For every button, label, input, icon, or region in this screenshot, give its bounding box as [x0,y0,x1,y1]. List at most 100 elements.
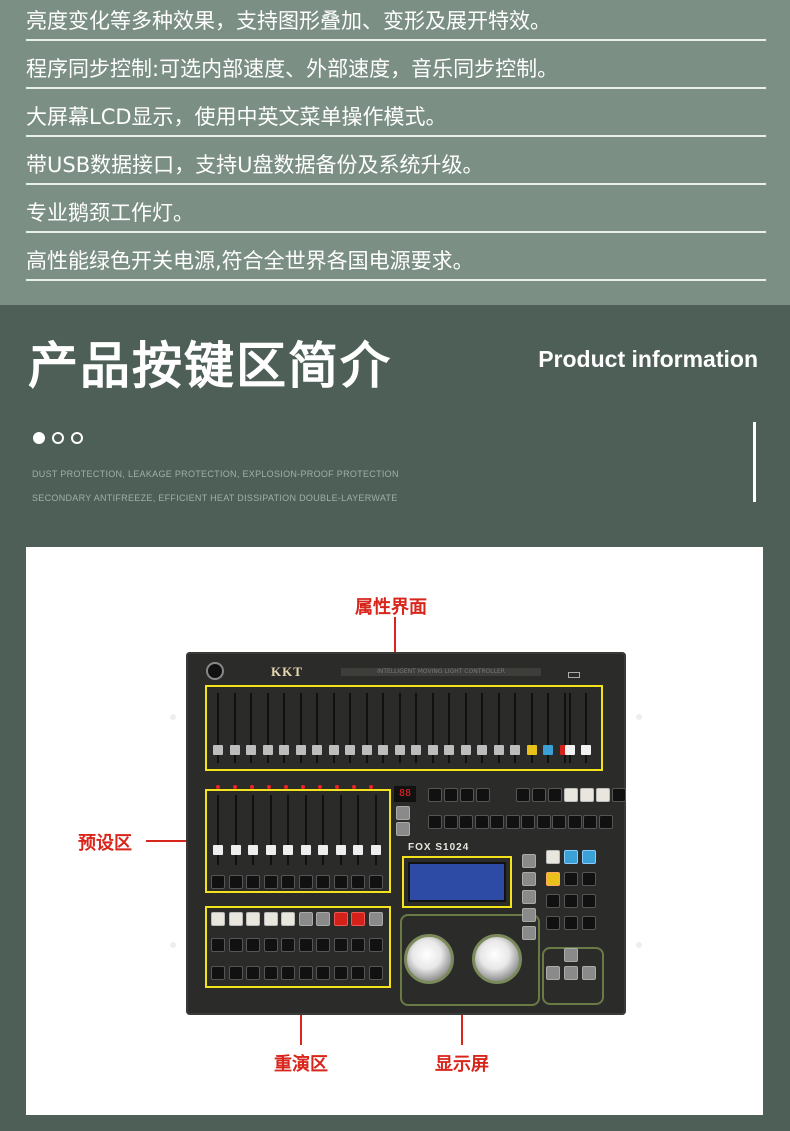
preset-button[interactable] [316,875,330,889]
playback-button[interactable] [281,938,295,952]
playback-button[interactable] [298,938,313,952]
function-button[interactable] [596,788,610,802]
master-fader[interactable] [565,693,575,763]
fader-knob[interactable] [477,745,487,755]
preset-fader[interactable] [335,795,346,865]
attribute-fader[interactable] [493,693,504,763]
function-button[interactable] [548,788,562,802]
fader-knob[interactable] [312,745,322,755]
function-button[interactable] [490,815,504,829]
playback-select-button[interactable] [298,912,313,926]
playback-button[interactable] [316,966,330,980]
playback-button[interactable] [298,966,313,980]
function-button[interactable] [474,815,489,829]
keypad-button[interactable] [546,894,560,908]
fader-knob[interactable] [559,745,570,755]
fader-knob[interactable] [427,745,438,755]
function-button[interactable] [443,815,458,829]
preset-button[interactable] [211,875,225,889]
fader-knob[interactable] [265,845,276,855]
playback-select-button[interactable] [316,912,330,926]
attribute-fader[interactable] [262,693,273,763]
function-button[interactable] [476,788,490,802]
attribute-fader[interactable] [477,693,487,763]
preset-button[interactable] [263,875,278,889]
arrow-right-button[interactable] [582,966,596,980]
side-button[interactable] [522,926,536,940]
keypad-button[interactable] [546,850,560,864]
preset-fader[interactable] [370,795,381,865]
function-button[interactable] [521,815,535,829]
carousel-dot[interactable] [71,432,83,444]
preset-button[interactable] [298,875,313,889]
function-button[interactable] [516,788,530,802]
preset-fader[interactable] [213,795,223,865]
playback-button[interactable] [333,938,348,952]
attribute-fader[interactable] [559,693,570,763]
playback-select-button[interactable] [351,912,365,926]
encoder-wheel-left[interactable] [404,934,454,984]
fader-knob[interactable] [444,745,454,755]
preset-fader[interactable] [283,795,293,865]
attribute-fader[interactable] [444,693,454,763]
arrow-down-button[interactable] [564,966,578,980]
playback-button[interactable] [211,966,225,980]
attribute-fader[interactable] [345,693,355,763]
attribute-fader[interactable] [361,693,372,763]
playback-button[interactable] [351,966,365,980]
keypad-button[interactable] [564,872,578,886]
fader-knob[interactable] [328,745,339,755]
playback-button[interactable] [246,938,260,952]
preset-fader[interactable] [248,795,258,865]
function-button[interactable] [552,815,566,829]
fader-knob[interactable] [213,845,223,855]
fader-knob[interactable] [460,745,471,755]
fader-knob[interactable] [248,845,258,855]
playback-select-button[interactable] [333,912,348,926]
fader-knob[interactable] [394,745,405,755]
encoder-wheel-right[interactable] [472,934,522,984]
function-button[interactable] [505,815,520,829]
fader-knob[interactable] [229,745,240,755]
attribute-fader[interactable] [378,693,388,763]
function-button[interactable] [536,815,551,829]
preset-button[interactable] [368,875,383,889]
fader-knob[interactable] [213,745,223,755]
attribute-fader[interactable] [411,693,421,763]
fader-knob[interactable] [526,745,537,755]
playback-button[interactable] [351,938,365,952]
playback-select-button[interactable] [263,912,278,926]
fader-knob[interactable] [493,745,504,755]
preset-button[interactable] [246,875,260,889]
preset-fader[interactable] [230,795,241,865]
preset-button[interactable] [333,875,348,889]
fader-knob[interactable] [581,745,591,755]
playback-button[interactable] [228,966,243,980]
playback-select-button[interactable] [246,912,260,926]
keypad-button[interactable] [582,894,596,908]
function-button[interactable] [612,788,626,802]
page-down-button[interactable] [396,822,410,836]
fader-knob[interactable] [318,845,328,855]
preset-button[interactable] [351,875,365,889]
playback-select-button[interactable] [211,912,225,926]
playback-button[interactable] [368,966,383,980]
attribute-fader[interactable] [213,693,223,763]
function-button[interactable] [459,815,473,829]
fader-knob[interactable] [353,845,363,855]
fader-knob[interactable] [300,845,311,855]
playback-button[interactable] [316,938,330,952]
keypad-button[interactable] [546,916,560,930]
master-fader[interactable] [581,693,591,763]
fader-knob[interactable] [345,745,355,755]
attribute-fader[interactable] [328,693,339,763]
keypad-button[interactable] [564,916,578,930]
arrow-up-button[interactable] [564,948,578,962]
fader-knob[interactable] [279,745,289,755]
fader-knob[interactable] [370,845,381,855]
side-button[interactable] [522,890,536,904]
playback-button[interactable] [211,938,225,952]
playback-button[interactable] [368,938,383,952]
function-button[interactable] [428,815,442,829]
playback-select-button[interactable] [281,912,295,926]
